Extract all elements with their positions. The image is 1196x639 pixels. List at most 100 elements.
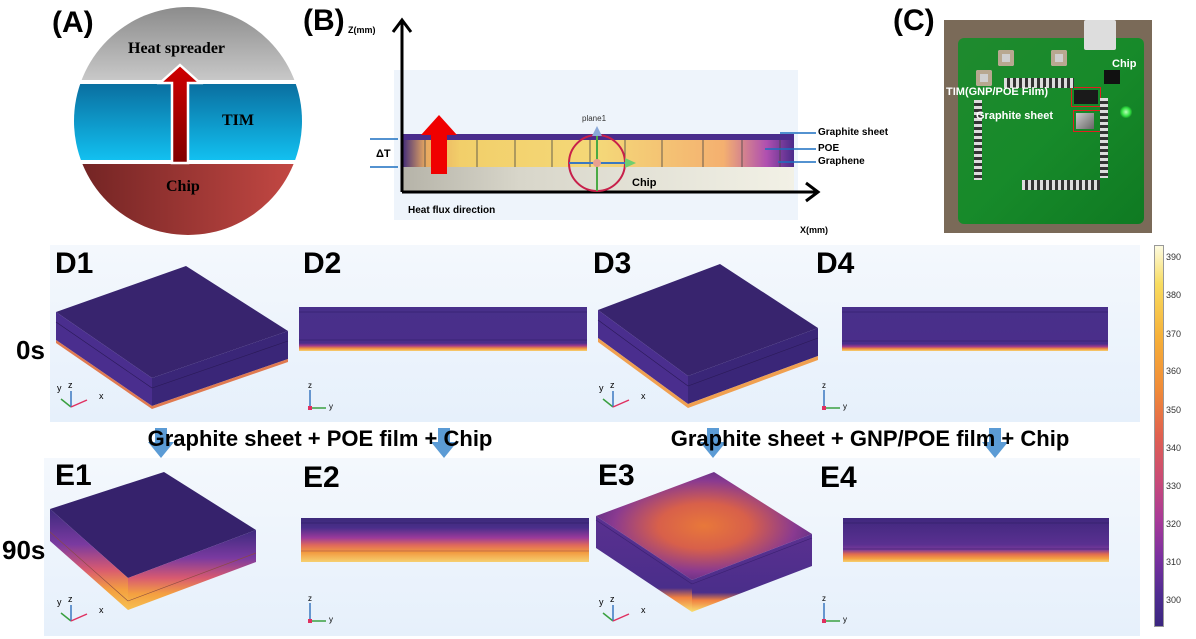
triad-label-z: z — [68, 380, 73, 390]
panel-d3-label: D3 — [593, 247, 632, 280]
panel-d4-label: D4 — [816, 247, 855, 280]
colorbar-tick: 370 — [1166, 329, 1182, 339]
triad-label-y: y — [599, 597, 604, 607]
sim-d1-block — [55, 266, 289, 409]
slab-fill — [299, 307, 587, 351]
tim-sample — [1074, 90, 1098, 104]
delta-t-label: ΔT — [376, 148, 391, 160]
button-pc0 — [1051, 50, 1067, 66]
triad-label-z: z — [610, 380, 615, 390]
block-top-face — [56, 266, 288, 378]
triad-label-x: x — [99, 605, 104, 615]
triad-label-x: x — [641, 605, 646, 615]
layer-label-poe: POE — [818, 143, 840, 154]
slab-fill — [842, 307, 1108, 351]
axis-triad-3d-e1 — [60, 605, 88, 622]
block-top-face — [598, 264, 818, 376]
slab-fill — [843, 518, 1109, 562]
axis-triad-2d-d4 — [822, 390, 840, 410]
axis-triad-3d-d3 — [602, 391, 630, 408]
down-arrow-icon — [431, 428, 457, 458]
triad-label-y: y — [57, 383, 62, 393]
colorbar-tick: 340 — [1166, 443, 1182, 453]
block-right-face — [688, 328, 818, 404]
pin-header-left — [974, 100, 982, 180]
pcb-label-chip: Chip — [1112, 58, 1137, 70]
triad-label-y: y — [329, 615, 333, 624]
panel-b-diagram — [370, 17, 821, 203]
x-axis-label: X(mm) — [800, 225, 829, 235]
triad-label-z: z — [822, 381, 826, 390]
block-left-face — [56, 312, 152, 406]
down-arrow-icon — [700, 428, 726, 458]
triad-label-y: y — [843, 615, 847, 624]
sim-e2-slab — [301, 518, 589, 562]
chip-label-b: Chip — [632, 177, 657, 189]
z-axis-label: Z(mm) — [348, 25, 376, 35]
sim-d2-slab — [299, 307, 587, 351]
pin-header-top — [1004, 78, 1074, 88]
graphite-highlight-box — [1073, 110, 1101, 132]
sim-e4-slab — [843, 518, 1109, 562]
caption-poe: Graphite sheet + POE film + Chip — [147, 426, 493, 451]
triad-label-x: x — [99, 391, 104, 401]
sim-e1-block — [50, 472, 257, 610]
panel-a-label: (A) — [52, 6, 94, 39]
axis-triad-3d-e3 — [602, 605, 630, 622]
panel-d1-label: D1 — [55, 247, 94, 280]
panel-e3-label: E3 — [598, 459, 635, 492]
colorbar-tick: 320 — [1166, 519, 1182, 529]
heat-flow-arrow — [156, 63, 204, 165]
tim-highlight-box — [1071, 87, 1101, 107]
colorbar-tick: 300 — [1166, 595, 1182, 605]
panel-e2-label: E2 — [303, 461, 340, 494]
block-top-face — [596, 472, 812, 580]
panel-c-label: (C) — [893, 4, 935, 37]
pcb-label-graphite: Graphite sheet — [976, 110, 1054, 122]
triad-label-y: y — [599, 383, 604, 393]
graphite-sample — [1076, 113, 1094, 129]
down-arrow-icon — [982, 428, 1008, 458]
panel-d2-label: D2 — [303, 247, 342, 280]
panel-e1-label: E1 — [55, 459, 92, 492]
sim-e3-block — [595, 472, 813, 612]
chip-layer — [74, 164, 302, 235]
time-label-90s: 90s — [2, 535, 46, 565]
usb-connector — [1084, 20, 1116, 50]
axis-triad-2d-e4 — [822, 603, 840, 623]
caption-strip — [44, 422, 1144, 458]
triad-label-y: y — [843, 402, 847, 411]
layer-label-graphene: Graphene — [818, 156, 865, 167]
button-boot — [976, 70, 992, 86]
block-right-face — [128, 530, 256, 610]
layer-label-graphite-sheet: Graphite sheet — [818, 127, 889, 138]
button-nrst — [998, 50, 1014, 66]
triad-label-z: z — [68, 594, 73, 604]
panel-e4-label: E4 — [820, 461, 857, 494]
pin-header-right — [1100, 98, 1108, 178]
block-left-face — [50, 509, 128, 610]
triad-label-z: z — [308, 594, 312, 603]
triad-label-y: y — [57, 597, 62, 607]
pcb-label-tim: TIM(GNP/POE Film) — [946, 86, 1049, 98]
colorbar-tick: 380 — [1166, 290, 1182, 300]
block-right-face — [692, 534, 812, 612]
sim-d4-slab — [842, 307, 1108, 351]
caption-gnp-poe: Graphite sheet + GNP/POE film + Chip — [670, 426, 1070, 451]
colorbar-tick: 310 — [1166, 557, 1182, 567]
axis-triad-3d-d1 — [60, 391, 88, 408]
sim-d3-block — [597, 264, 819, 408]
down-arrow-icon — [148, 428, 174, 458]
colorbar-tick: 330 — [1166, 481, 1182, 491]
layer-label-heat-spreader: Heat spreader — [128, 40, 226, 57]
axis-triad-2d-d2 — [308, 390, 326, 410]
panel-a-diagram — [74, 7, 302, 235]
slab-fill — [301, 518, 589, 562]
triad-label-z: z — [610, 594, 615, 604]
block-right-face — [152, 331, 288, 406]
pin-header-bottom — [1022, 180, 1100, 190]
colorbar-ticks: 390 380 370 360 350 340 330 320 310 300 — [1166, 245, 1196, 627]
colorbar — [1154, 245, 1164, 627]
colorbar-tick: 360 — [1166, 366, 1182, 376]
status-led — [1120, 106, 1132, 118]
